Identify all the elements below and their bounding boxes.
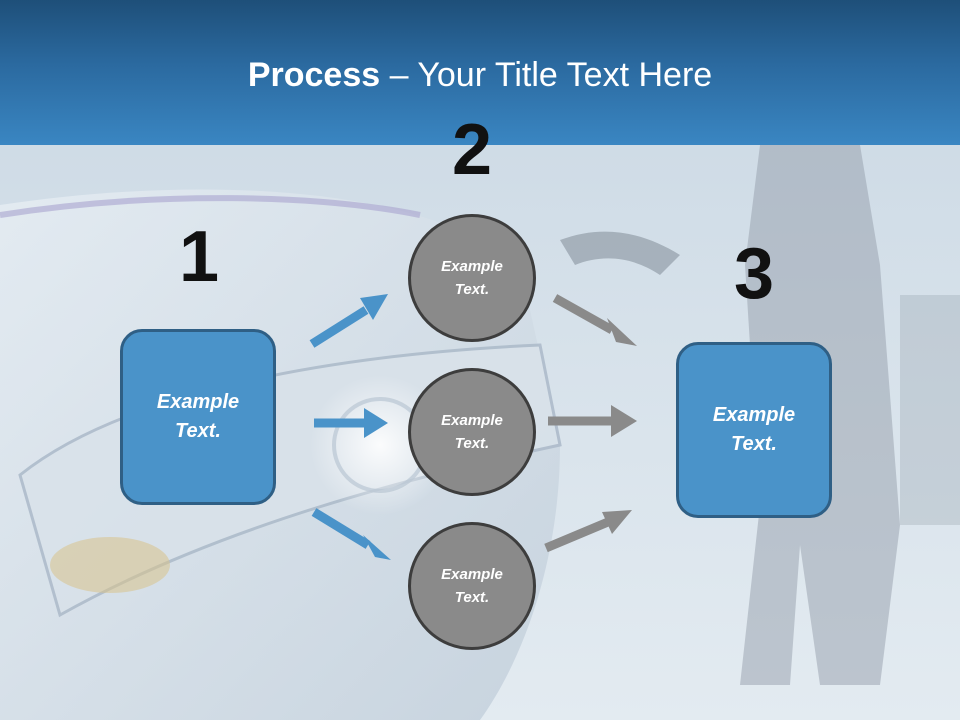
arrow-box1-to-circle2 — [314, 408, 388, 438]
title-rest: – Your Title Text Here — [380, 56, 713, 94]
circle-bottom-text: Example Text. — [441, 566, 503, 606]
slide-title: Process – Your Title Text Here — [0, 52, 960, 98]
step-1-box[interactable]: Example Text. — [120, 329, 276, 505]
step-number-2: 2 — [451, 110, 493, 190]
title-bar — [0, 0, 960, 145]
arrow-circle1-to-box3 — [552, 294, 637, 346]
step-3-box-text: Example Text. — [712, 404, 796, 455]
arrow-circle2-to-box3 — [548, 405, 637, 437]
step-number-3: 3 — [733, 234, 775, 314]
arrow-circle3-to-box3 — [544, 510, 632, 553]
step-number-1: 1 — [178, 217, 220, 297]
title-bold: Process — [247, 56, 381, 94]
step-2-circle-middle[interactable]: Example Text. — [408, 368, 536, 496]
arrow-box1-to-circle1 — [309, 294, 388, 348]
step-3-box[interactable]: Example Text. — [676, 342, 832, 518]
step-2-circle-bottom[interactable]: Example Text. — [408, 522, 536, 650]
arrow-box1-to-circle3 — [311, 508, 391, 560]
step-1-box-text: Example Text. — [156, 391, 240, 442]
circle-top-text: Example Text. — [441, 258, 503, 298]
circle-middle-text: Example Text. — [441, 412, 503, 452]
step-2-circle-top[interactable]: Example Text. — [408, 214, 536, 342]
